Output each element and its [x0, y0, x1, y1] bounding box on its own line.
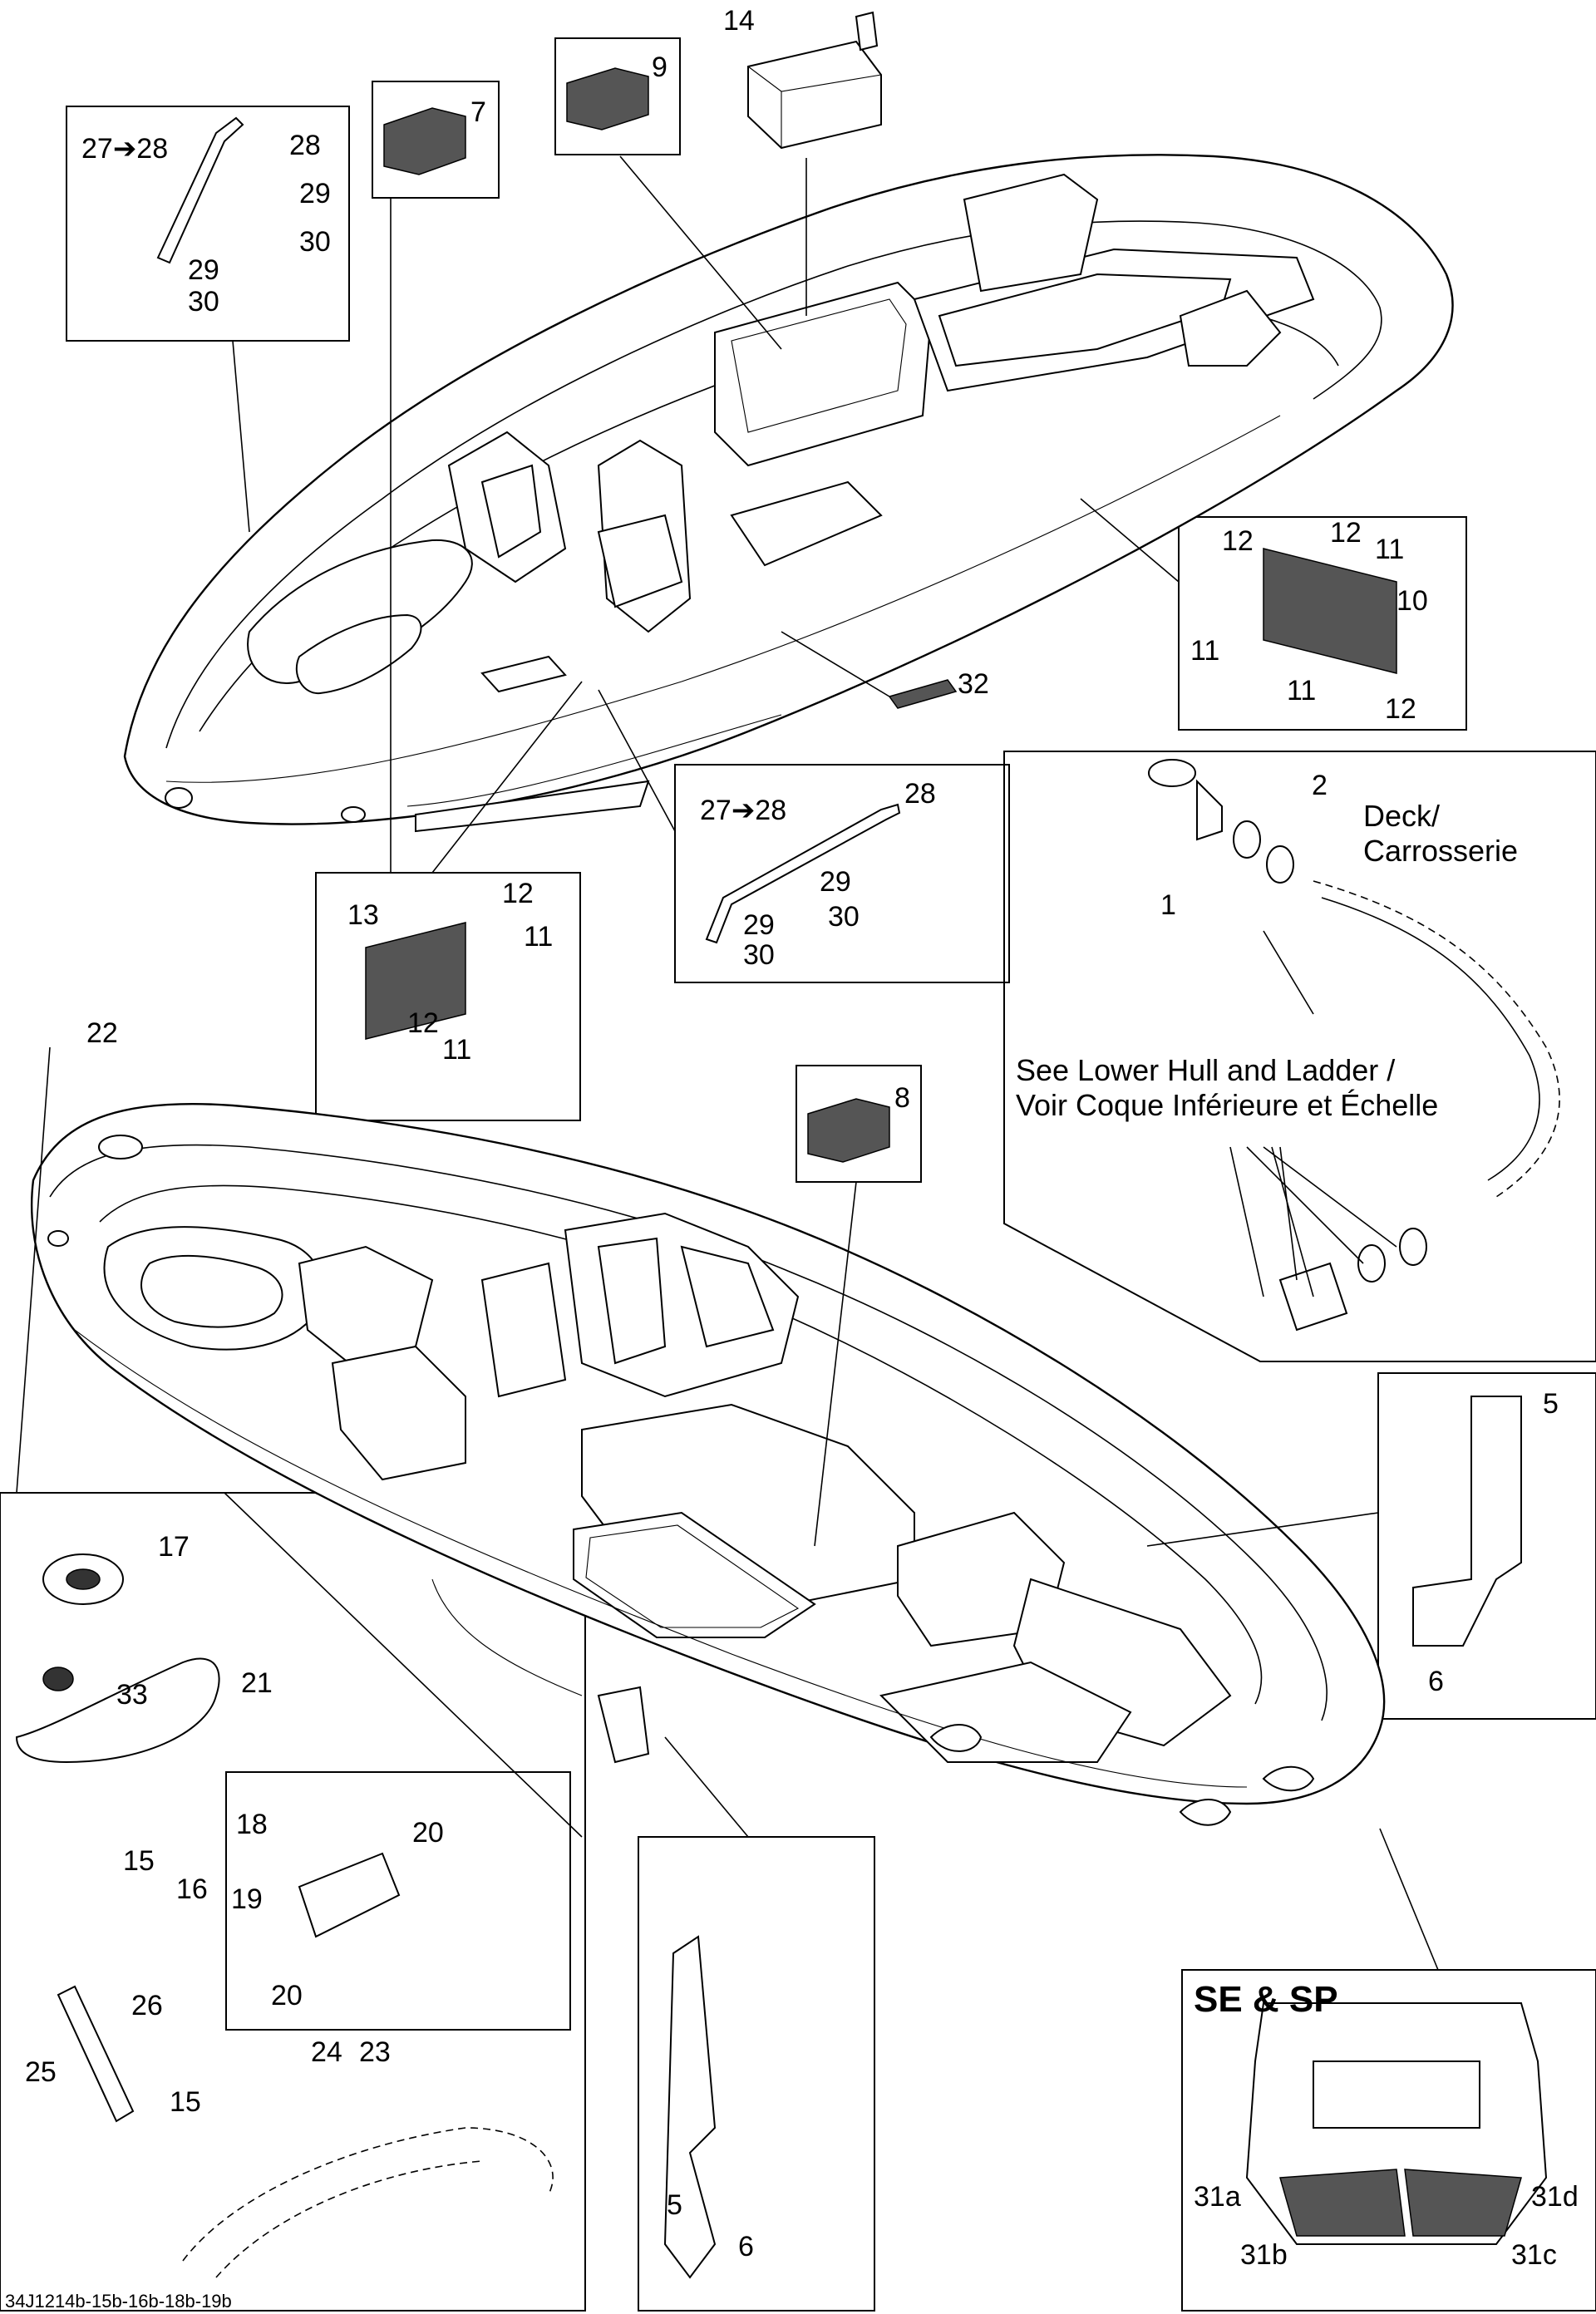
see-lower-hull-line1: See Lower Hull and Ladder / — [1016, 1053, 1395, 1087]
hatch-outline-dashed — [182, 2127, 554, 2262]
pad-part-9 — [566, 67, 649, 130]
pad-part-8 — [807, 1098, 890, 1163]
callout-30-mid-a: 30 — [828, 901, 860, 933]
callout-21: 21 — [241, 1667, 273, 1699]
se-sp-stern-drawing — [1245, 2002, 1548, 2245]
callout-11-c: 11 — [1287, 675, 1316, 707]
deck-label-line2: Carrosserie — [1363, 834, 1518, 868]
callout-31a: 31a — [1194, 2181, 1241, 2213]
callout-9: 9 — [652, 52, 667, 83]
box-grille-10 — [1178, 516, 1467, 731]
panel-5-bottom — [663, 1935, 717, 2279]
footer-code: 34J1214b-15b-16b-18b-19b — [5, 2291, 232, 2312]
callout-28-mid: 28 — [904, 778, 936, 810]
callout-11-b: 11 — [1190, 635, 1219, 667]
callout-29-top-b: 29 — [188, 254, 219, 286]
callout-13: 13 — [347, 899, 379, 931]
callout-14: 14 — [723, 5, 755, 37]
callout-8: 8 — [894, 1082, 910, 1114]
callout-32: 32 — [958, 668, 989, 700]
strut-25 — [57, 1985, 135, 2123]
panel-5-right — [1412, 1396, 1522, 1647]
box-grille-13 — [315, 872, 581, 1121]
callout-16: 16 — [176, 1873, 208, 1905]
handrail-mid — [705, 803, 901, 944]
box-se-sp — [1181, 1969, 1596, 2312]
lower-deck-drawing — [30, 1102, 1386, 1826]
callout-27-28-mid: 27➔28 — [700, 795, 786, 826]
callout-30-mid-b: 30 — [743, 939, 775, 971]
callout-23: 23 — [359, 2036, 391, 2068]
callout-27-28-top: 27➔28 — [81, 133, 168, 165]
callout-15-b: 15 — [170, 2086, 201, 2118]
callout-12-e: 12 — [407, 1007, 439, 1039]
box-panel-5-right — [1377, 1372, 1596, 1720]
grille-part-13 — [365, 922, 466, 1040]
callout-28-top: 28 — [289, 130, 321, 161]
callout-29-top-a: 29 — [299, 178, 331, 209]
box-part-7 — [372, 81, 500, 199]
callout-5-bottom: 5 — [667, 2189, 682, 2221]
handrail-top — [156, 116, 244, 264]
box-drain-assembly — [1003, 751, 1596, 1362]
callout-11-e: 11 — [442, 1034, 471, 1066]
callout-19: 19 — [231, 1883, 263, 1915]
deck-label-line1: Deck/ — [1363, 799, 1440, 833]
callout-24: 24 — [311, 2036, 342, 2068]
callout-12-d: 12 — [502, 878, 534, 909]
box-hatch-assembly — [0, 1492, 586, 2312]
callout-2: 2 — [1312, 770, 1328, 801]
callout-31d: 31d — [1531, 2181, 1579, 2213]
callout-33: 33 — [116, 1679, 148, 1711]
box-panel-5-bottom — [638, 1836, 875, 2312]
se-sp-title: SE & SP — [1194, 1979, 1338, 2020]
callout-12-a: 12 — [1222, 525, 1254, 557]
callout-26: 26 — [131, 1990, 163, 2021]
grille-part-10 — [1263, 548, 1397, 674]
box-part-9 — [554, 37, 681, 155]
callout-12-c: 12 — [1385, 693, 1416, 725]
callout-10: 10 — [1396, 585, 1428, 617]
hatch-lid-21 — [15, 1657, 220, 1764]
callout-20-a: 20 — [412, 1817, 444, 1849]
callout-22: 22 — [86, 1017, 118, 1049]
callout-15-a: 15 — [123, 1845, 155, 1877]
box-handrail-mid — [674, 764, 1010, 983]
callout-30-top-b: 30 — [188, 286, 219, 318]
callout-5-right: 5 — [1543, 1388, 1559, 1420]
callout-11-a: 11 — [1375, 534, 1404, 565]
callout-6-right: 6 — [1428, 1666, 1444, 1697]
callout-7: 7 — [470, 96, 486, 128]
callout-18: 18 — [236, 1809, 268, 1840]
pad-part-7 — [383, 107, 466, 175]
callout-25: 25 — [25, 2056, 57, 2088]
see-lower-hull-line2: Voir Coque Inférieure et Échelle — [1016, 1088, 1438, 1122]
strip-part-32 — [888, 679, 958, 709]
callout-31b: 31b — [1240, 2239, 1288, 2271]
box-handrail-top — [66, 106, 350, 342]
callout-11-d: 11 — [524, 921, 553, 953]
callout-6-bottom: 6 — [738, 2231, 754, 2262]
cooler-part-14 — [747, 11, 882, 150]
box-part-8 — [796, 1065, 922, 1183]
callout-17: 17 — [158, 1531, 190, 1563]
callout-29-mid-a: 29 — [820, 866, 851, 898]
hinge-19 — [298, 1852, 401, 1938]
callout-20-b: 20 — [271, 1980, 303, 2011]
box-hinge-detail — [225, 1771, 571, 2031]
latch-33 — [42, 1667, 74, 1691]
callout-12-b: 12 — [1330, 517, 1362, 549]
leader-lines — [16, 155, 1439, 1971]
callout-1: 1 — [1160, 889, 1176, 921]
callout-31c: 31c — [1511, 2239, 1557, 2271]
callout-29-mid-b: 29 — [743, 909, 775, 941]
callout-30-top-a: 30 — [299, 226, 331, 258]
